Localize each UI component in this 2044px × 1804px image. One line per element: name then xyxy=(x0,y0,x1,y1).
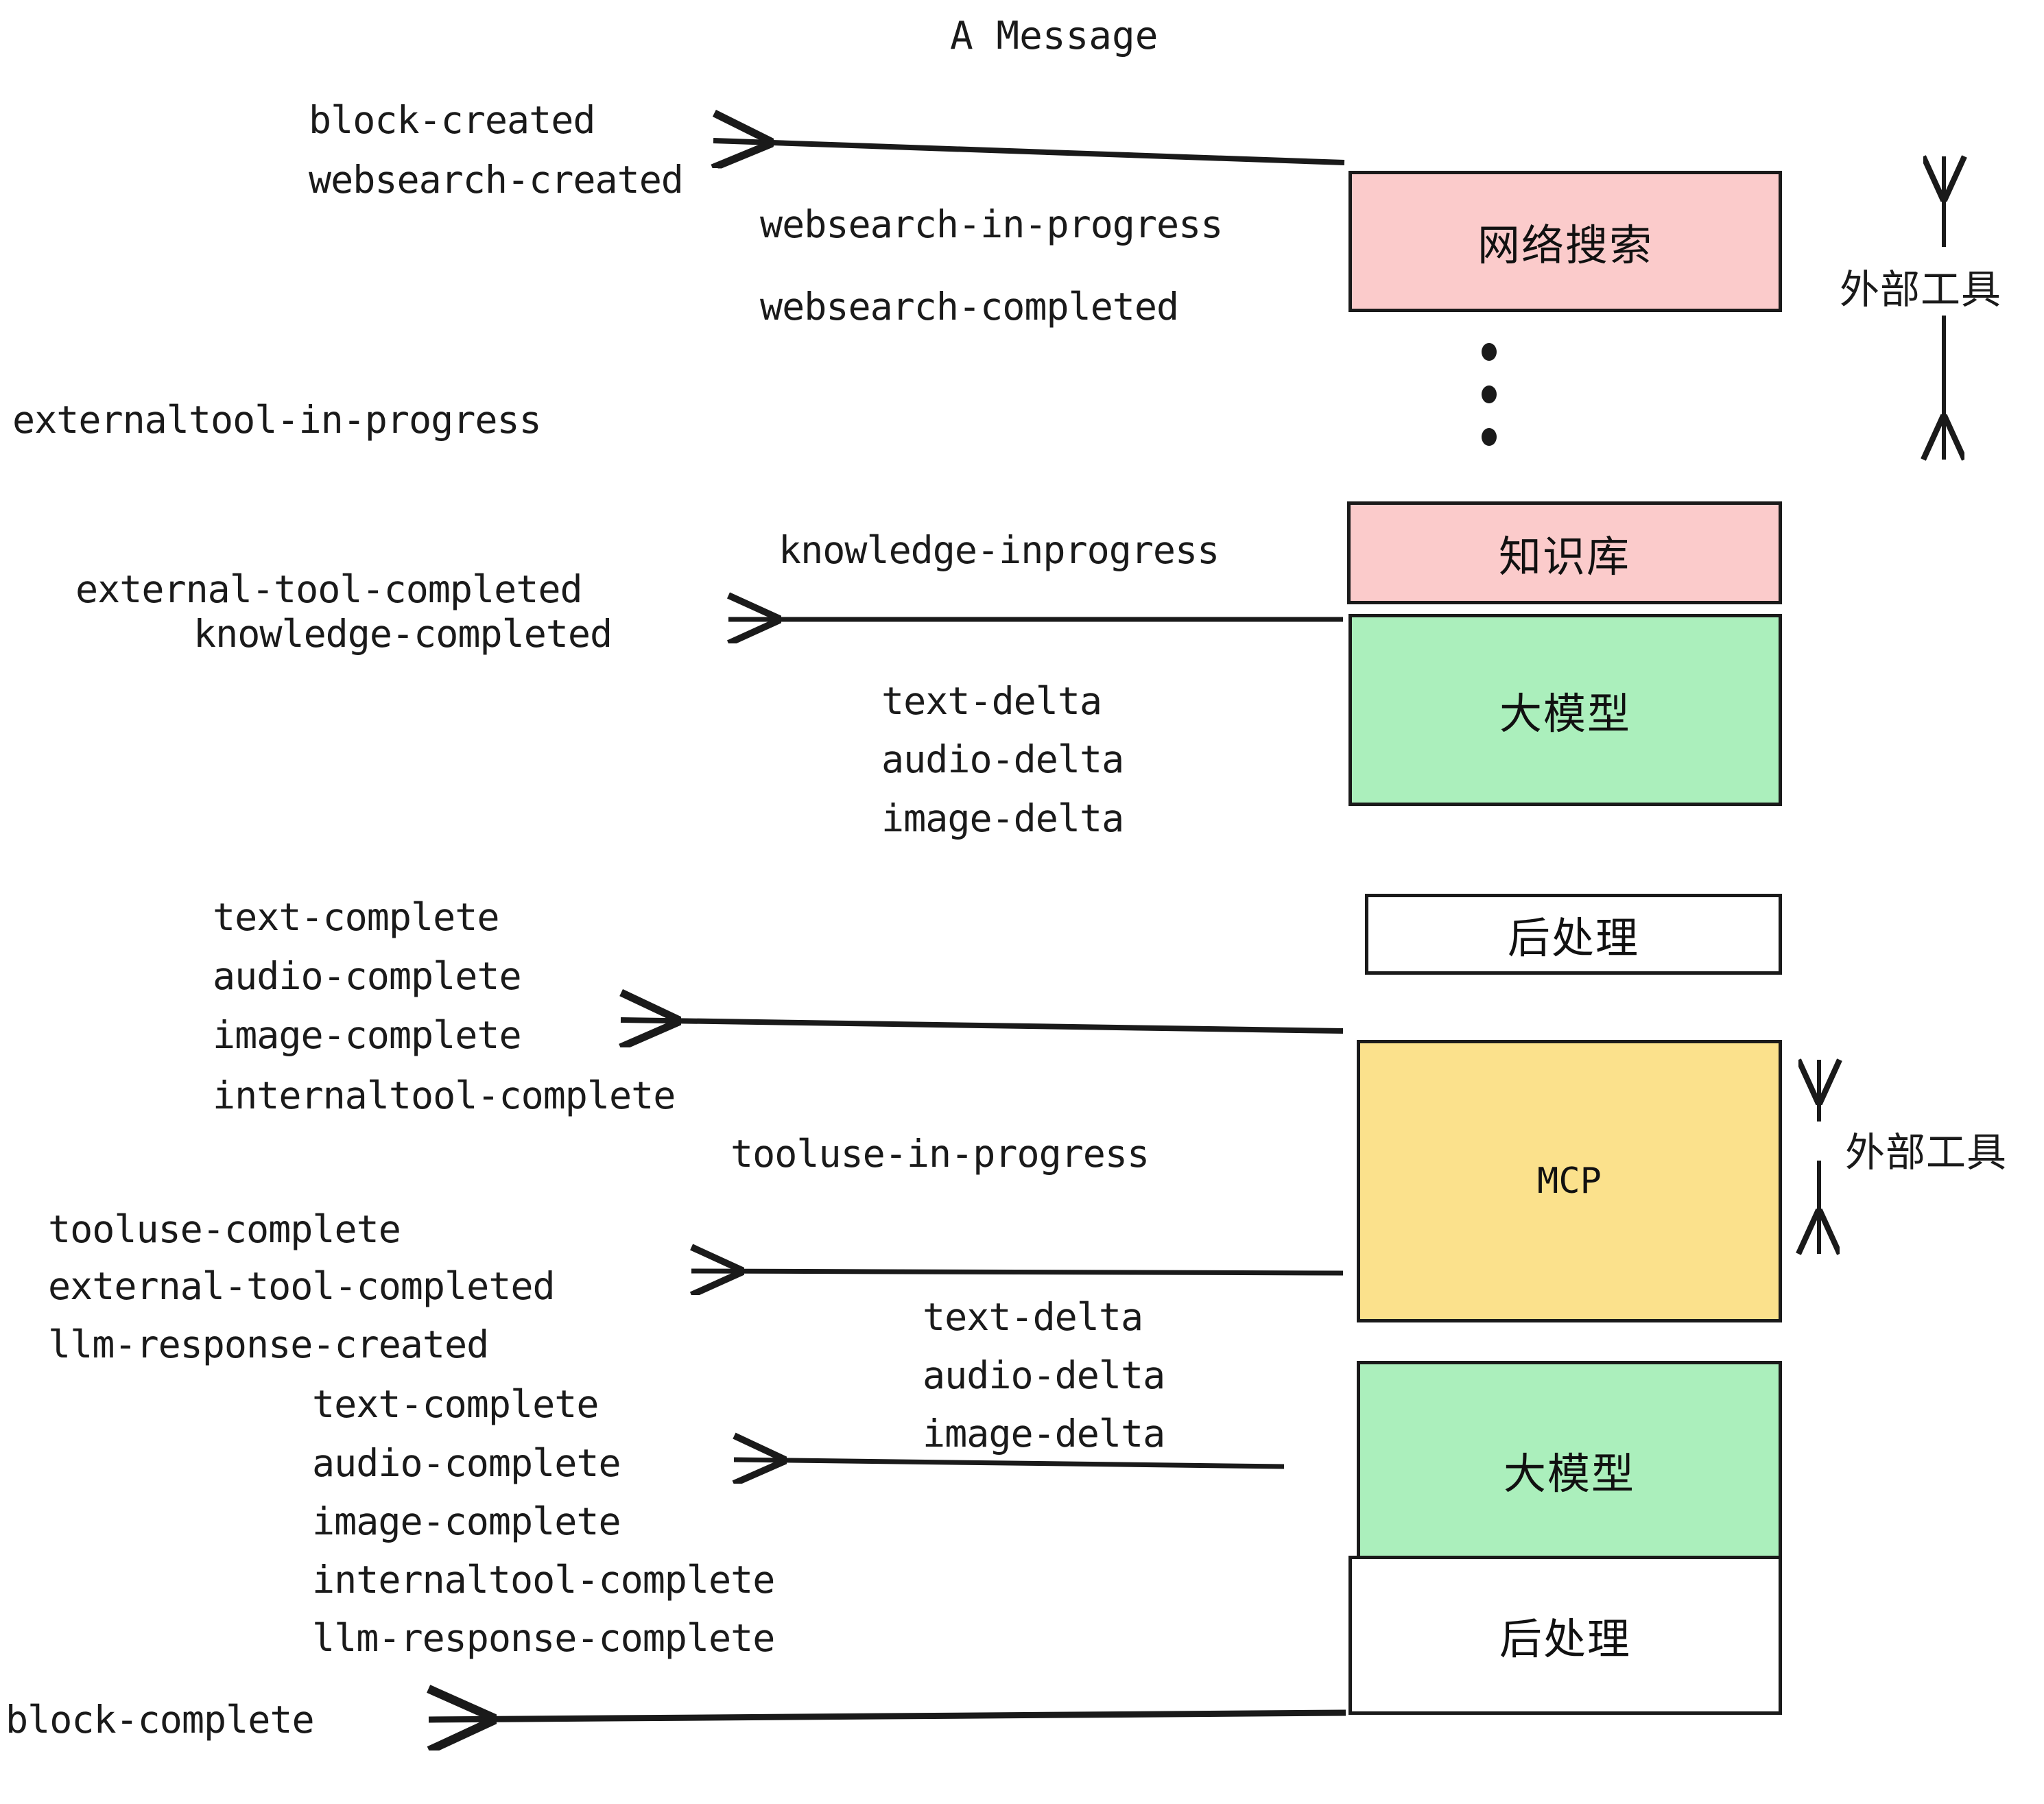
event-image-delta-2: image-delta xyxy=(923,1412,1165,1456)
event-tooluse-complete: tooluse-complete xyxy=(48,1207,401,1251)
arrow-image-complete xyxy=(621,1020,1344,1031)
event-image-complete-2: image-complete xyxy=(312,1499,621,1543)
event-websearch-created: websearch-created xyxy=(309,158,684,202)
node-knowledge[interactable]: 知识库 xyxy=(1347,501,1782,604)
node-postprocess-2[interactable]: 后处理 xyxy=(1348,1556,1782,1715)
node-websearch-label: 网络搜索 xyxy=(1477,220,1653,270)
event-external-tool-completed-2: external-tool-completed xyxy=(48,1264,556,1308)
node-mcp-label: MCP xyxy=(1537,1161,1602,1202)
external-tool-label-top-text: 外部工具 xyxy=(1840,266,2002,313)
event-externaltool-in-progress: externaltool-in-progress xyxy=(12,398,542,442)
arrow-block-complete xyxy=(429,1713,1346,1720)
node-llm-1-label: 大模型 xyxy=(1499,689,1631,739)
external-tool-label-bottom: 外部工具 xyxy=(1845,1120,2007,1178)
node-websearch[interactable]: 网络搜索 xyxy=(1348,171,1782,312)
event-knowledge-completed: knowledge-completed xyxy=(193,612,613,656)
event-image-complete-1: image-complete xyxy=(213,1013,522,1057)
arrow-block-complete-slant xyxy=(430,1711,1346,1720)
ellipsis-dots xyxy=(1480,343,1498,446)
event-tooluse-in-progress: tooluse-in-progress xyxy=(730,1132,1150,1176)
node-knowledge-label: 知识库 xyxy=(1498,532,1630,582)
event-block-created: block-created xyxy=(309,98,595,142)
event-knowledge-inprogress: knowledge-inprogress xyxy=(779,528,1220,572)
event-websearch-in-progress: websearch-in-progress xyxy=(760,202,1223,246)
event-internaltool-complete-2: internaltool-complete xyxy=(312,1558,775,1602)
event-external-tool-completed-1: external-tool-completed xyxy=(75,567,583,611)
node-postprocess-1[interactable]: 后处理 xyxy=(1365,894,1782,975)
event-llm-response-complete: llm-response-complete xyxy=(312,1616,775,1660)
event-audio-complete-2: audio-complete xyxy=(312,1441,621,1485)
event-image-delta-1: image-delta xyxy=(881,796,1124,840)
arrow-audio-complete xyxy=(734,1460,1285,1467)
event-audio-complete-1: audio-complete xyxy=(213,954,522,998)
node-postprocess-1-label: 后处理 xyxy=(1507,913,1639,963)
page-title: A Message xyxy=(950,14,1158,58)
node-llm-2-label: 大模型 xyxy=(1503,1449,1635,1499)
ellipsis-dot xyxy=(1482,343,1497,361)
arrow-block-created xyxy=(713,141,1345,163)
event-text-complete-2: text-complete xyxy=(312,1382,599,1426)
event-text-delta-1: text-delta xyxy=(881,679,1102,723)
event-text-delta-2: text-delta xyxy=(923,1295,1143,1339)
event-websearch-completed: websearch-completed xyxy=(760,285,1179,329)
arrow-tooluse-complete xyxy=(691,1271,1344,1273)
event-llm-response-created: llm-response-created xyxy=(48,1322,489,1366)
event-text-complete-1: text-complete xyxy=(213,895,499,939)
node-postprocess-2-label: 后处理 xyxy=(1499,1614,1631,1664)
node-llm-2[interactable]: 大模型 xyxy=(1357,1361,1782,1579)
event-audio-delta-1: audio-delta xyxy=(881,737,1124,781)
event-block-complete: block-complete xyxy=(5,1698,315,1742)
node-llm-1[interactable]: 大模型 xyxy=(1348,614,1782,806)
external-tool-label-bottom-text: 外部工具 xyxy=(1845,1129,2008,1176)
ellipsis-dot xyxy=(1482,428,1497,446)
node-mcp[interactable]: MCP xyxy=(1357,1040,1782,1322)
event-internaltool-complete-1: internaltool-complete xyxy=(213,1073,676,1117)
ellipsis-dot xyxy=(1482,385,1497,403)
external-tool-label-top: 外部工具 xyxy=(1840,257,2001,315)
event-audio-delta-2: audio-delta xyxy=(923,1353,1165,1397)
